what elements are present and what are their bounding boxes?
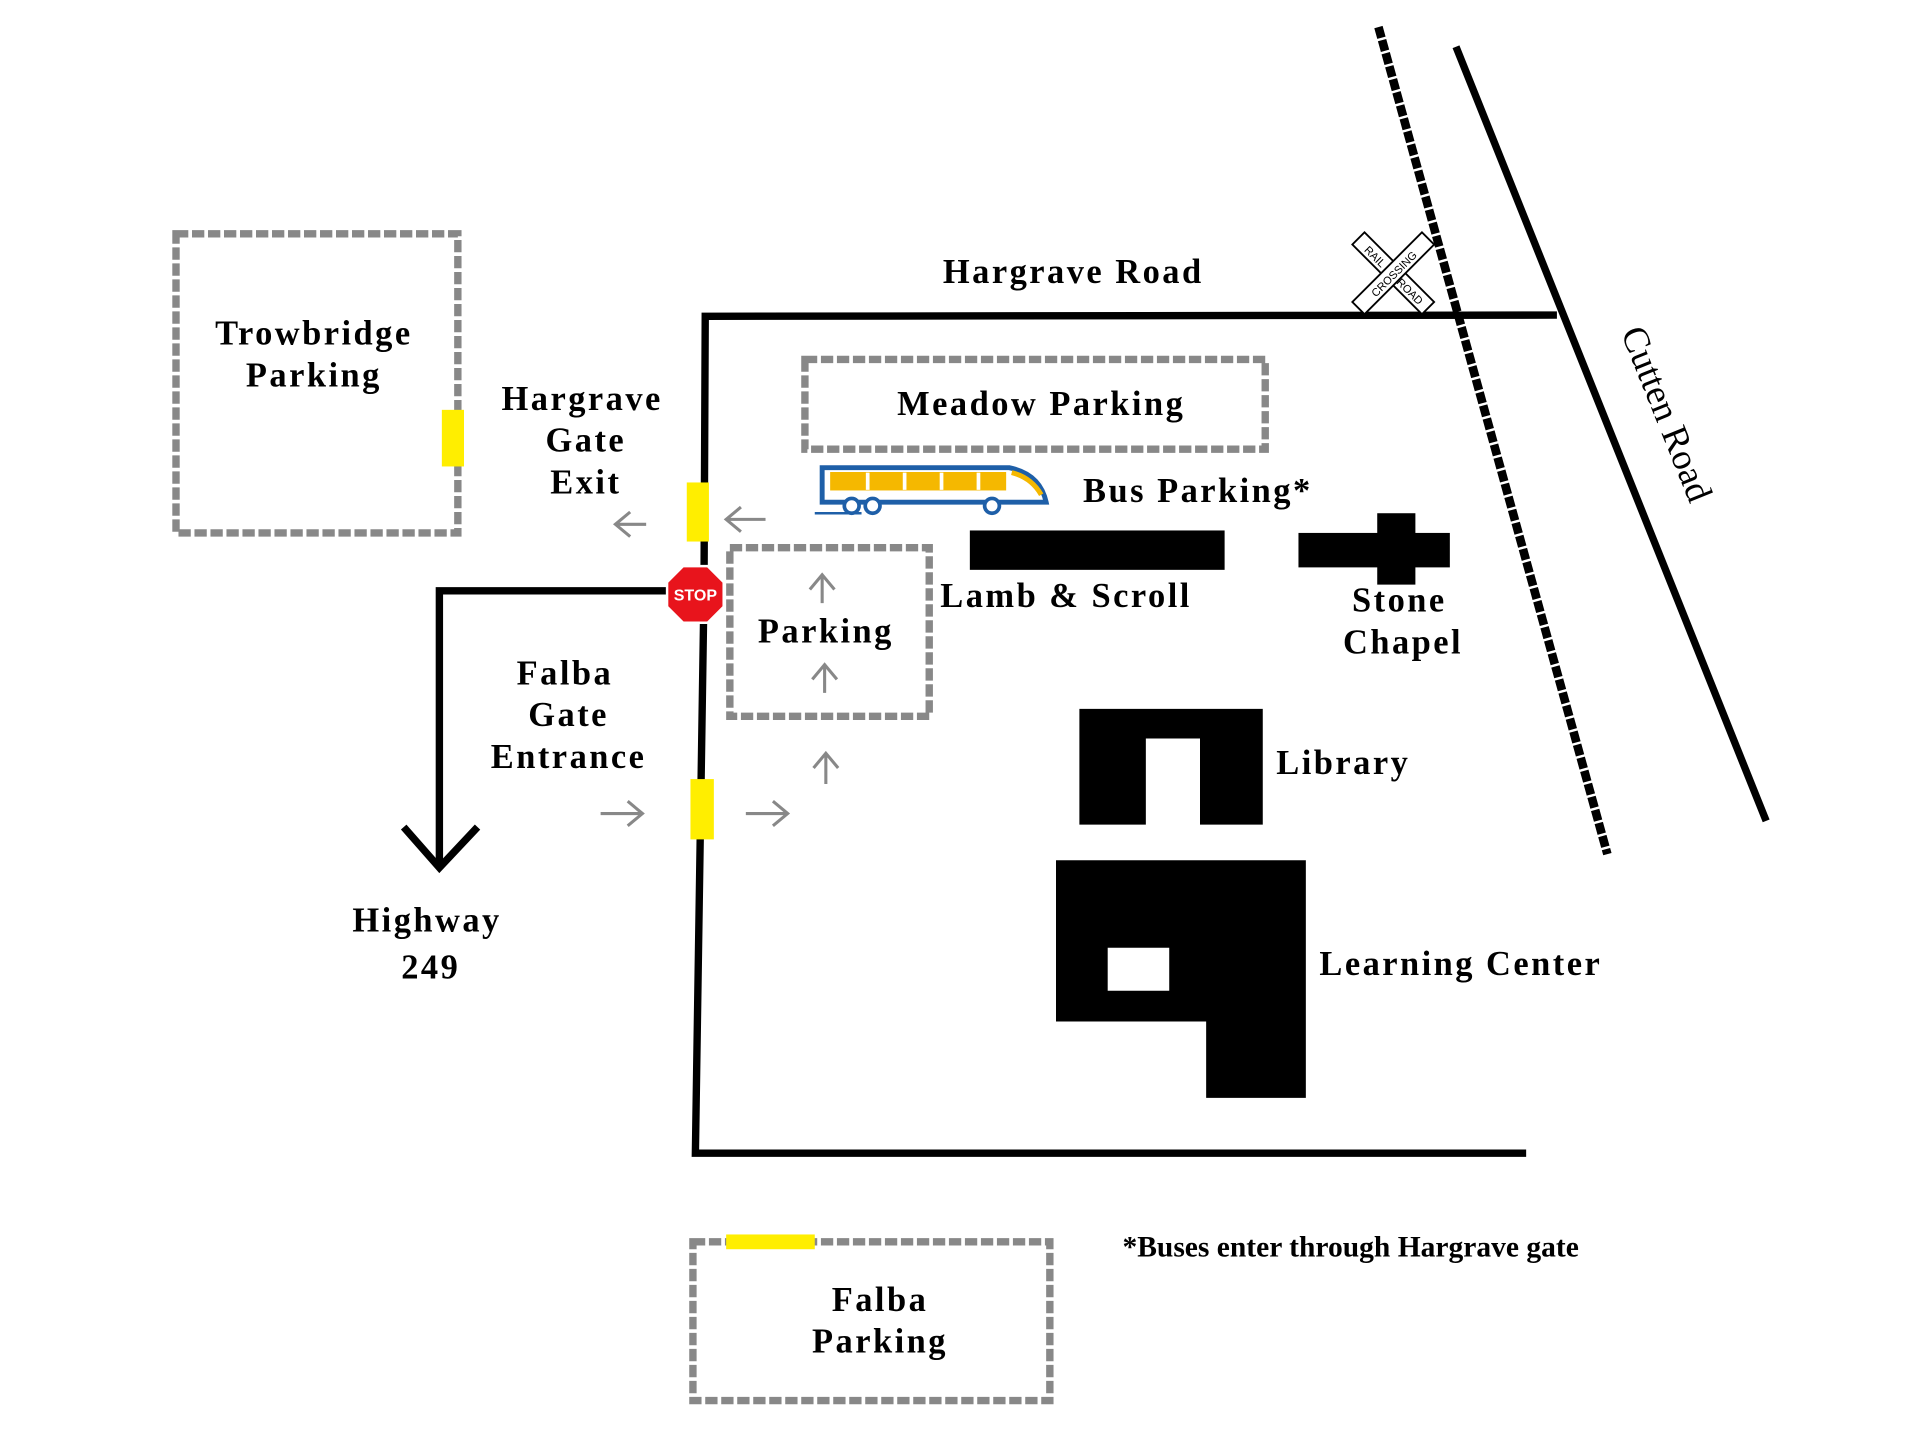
exit-arrow-icon (723, 505, 766, 533)
inner-parking-label: Parking (758, 612, 894, 650)
entrance-label-2: Gate (528, 696, 609, 734)
hargrave-road-label: Hargrave Road (943, 253, 1204, 291)
trowbridge-label-2: Parking (246, 356, 382, 394)
trowbridge-parking[interactable]: Trowbridge Parking (172, 230, 464, 537)
bus-footnote: *Buses enter through Hargrave gate (1122, 1232, 1578, 1264)
learning-center-label: Learning Center (1319, 945, 1602, 983)
exit-label-2: Gate (546, 422, 627, 460)
railroad-track (1374, 25, 1612, 856)
highway-label-1: Highway (352, 902, 501, 940)
hargrave-gate (686, 482, 709, 542)
falba-gate (690, 779, 714, 840)
up-arrow-icon (812, 750, 840, 784)
falba-parking-gate (726, 1234, 815, 1250)
stop-sign-icon: STOP (665, 564, 725, 624)
entrance-arrow-icon (745, 800, 791, 828)
exit-label-3: Exit (550, 464, 621, 502)
up-arrow-icon (808, 572, 836, 604)
stop-text: STOP (674, 588, 718, 605)
falba-parking-label-2: Parking (812, 1323, 948, 1361)
inner-parking[interactable]: Parking (726, 544, 933, 720)
trowbridge-label-1: Trowbridge (215, 315, 413, 353)
bus-parking-label: Bus Parking* (1083, 472, 1313, 510)
exit-arrow-icon (612, 510, 647, 538)
falba-parking[interactable]: Falba Parking (689, 1234, 1054, 1405)
meadow-parking[interactable]: Meadow Parking (801, 355, 1269, 453)
railroad-crossing-icon: RAIL ROAD CROSSING (1351, 231, 1436, 316)
up-arrow-icon (811, 662, 839, 693)
entrance-arrow-icon (600, 800, 645, 828)
lamb-scroll-building[interactable] (969, 530, 1225, 570)
stone-chapel-building[interactable] (1298, 513, 1450, 585)
highway-arrow-icon (400, 824, 481, 874)
chapel-label-1: Stone (1352, 582, 1447, 620)
lamb-scroll-label: Lamb & Scroll (940, 577, 1192, 615)
learning-center-building[interactable] (1056, 860, 1306, 1098)
highway-label-2: 249 (401, 948, 460, 986)
library-label: Library (1276, 744, 1410, 782)
library-building[interactable] (1079, 708, 1263, 825)
trowbridge-gate (441, 409, 464, 467)
chapel-label-2: Chapel (1343, 624, 1463, 662)
falba-parking-label-1: Falba (832, 1281, 929, 1319)
highway-route (435, 587, 666, 868)
entrance-label-3: Entrance (491, 738, 647, 776)
entrance-label-1: Falba (517, 654, 614, 692)
exit-label-1: Hargrave (502, 380, 663, 418)
bus-icon (814, 465, 1050, 516)
cutten-road (1452, 45, 1770, 823)
meadow-parking-label: Meadow Parking (897, 385, 1185, 423)
